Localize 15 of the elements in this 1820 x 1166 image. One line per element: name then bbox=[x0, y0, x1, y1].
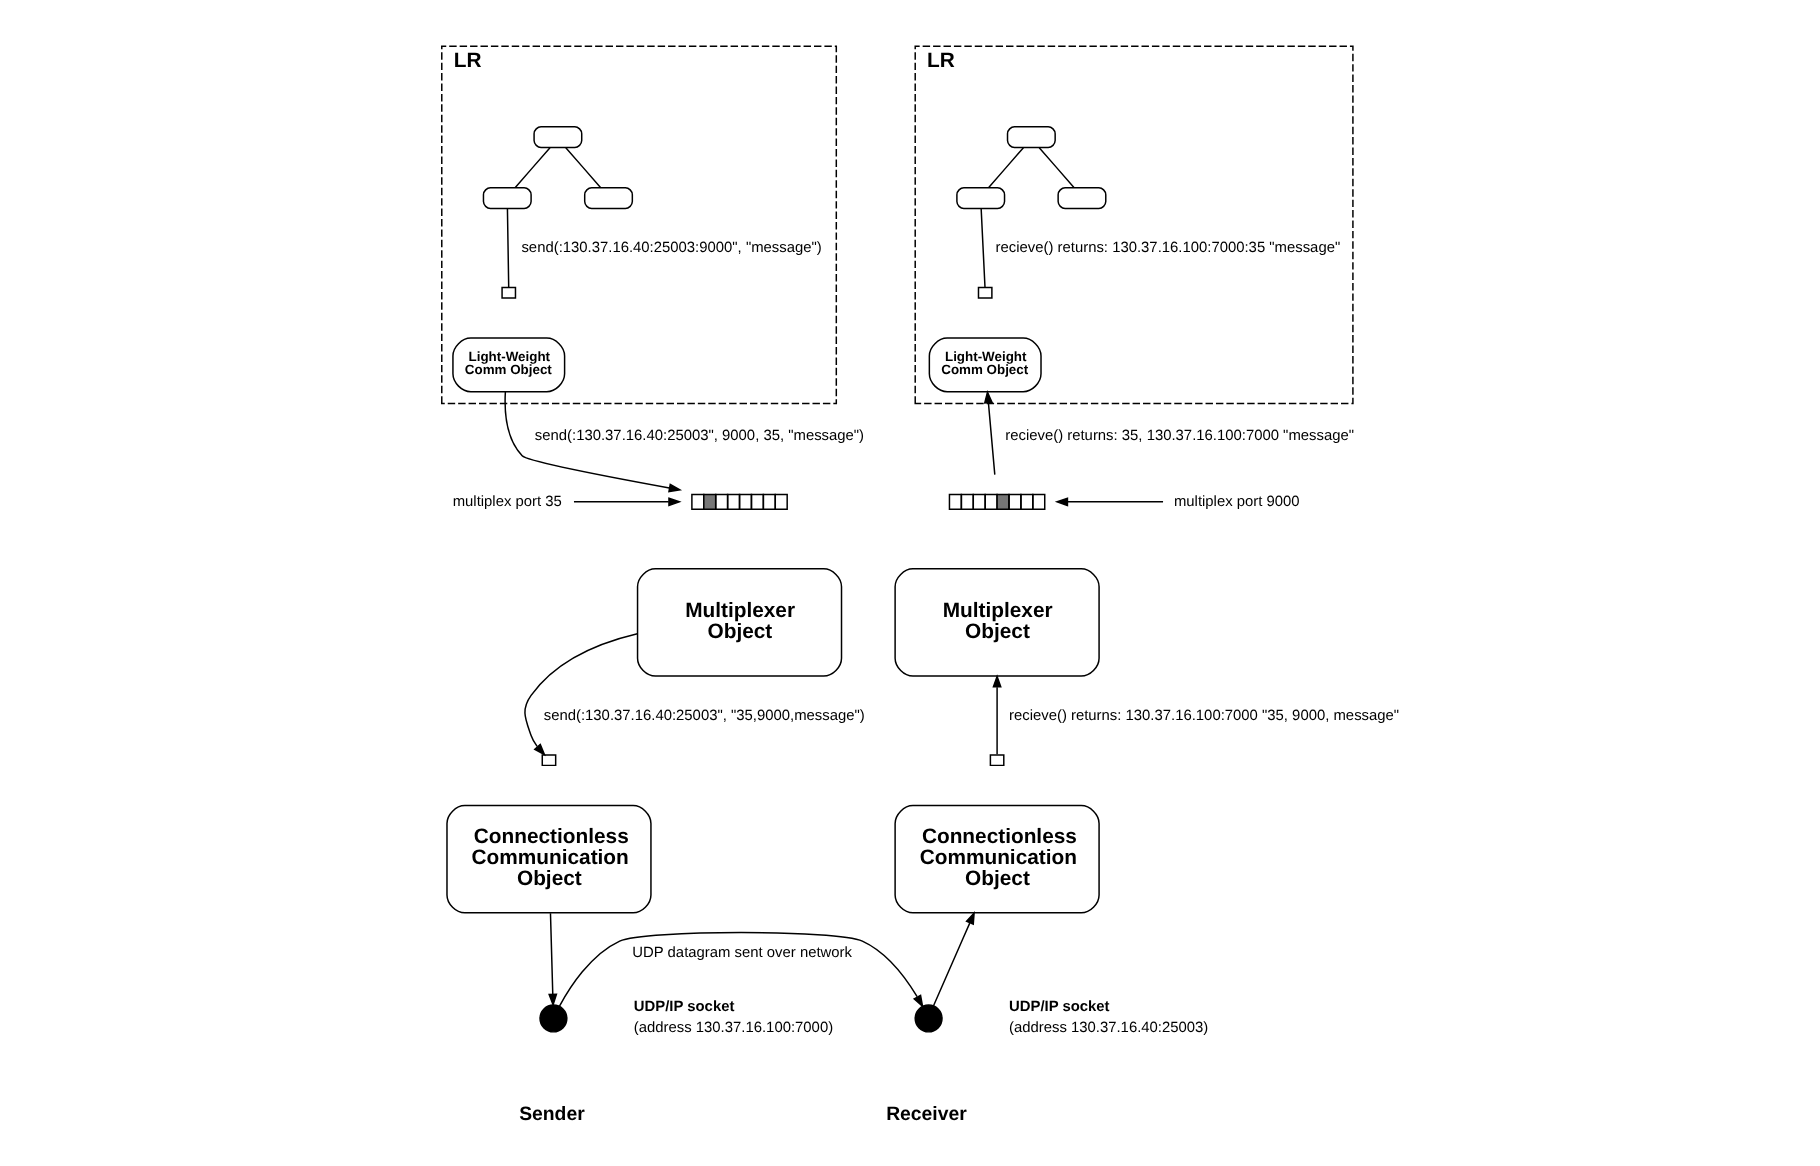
edge-label: recieve() returns: 35, 130.37.16.100:7000 "message" bbox=[1005, 426, 1355, 445]
label: Sender bbox=[519, 1104, 585, 1127]
label: Receiver bbox=[886, 1104, 967, 1127]
node-label: (address 130.37.16.40:25003) bbox=[1009, 1017, 1209, 1036]
node-label: UDP/IP socket bbox=[1009, 997, 1110, 1016]
edge-label: recieve() returns: 130.37.16.100:7000 "35, 9000, message" bbox=[1009, 705, 1400, 724]
edge-label: send(:130.37.16.40:25003", 9000, 35, "message") bbox=[534, 426, 865, 445]
edge-label: UDP datagram sent over network bbox=[632, 942, 852, 961]
node-label: (address 130.37.16.100:7000) bbox=[633, 1017, 834, 1036]
node-text: multiplex port 9000 bbox=[1173, 491, 1300, 510]
edge-label: recieve() returns: 130.37.16.100:7000:35 "message" bbox=[995, 238, 1341, 257]
edge-label: send(:130.37.16.40:25003:9000", "message") bbox=[521, 238, 822, 257]
node-text: multiplex port 35 bbox=[452, 491, 562, 510]
node-label: UDP/IP socket bbox=[633, 997, 735, 1016]
edge-label: send(:130.37.16.40:25003", "35,9000,message") bbox=[543, 705, 865, 724]
